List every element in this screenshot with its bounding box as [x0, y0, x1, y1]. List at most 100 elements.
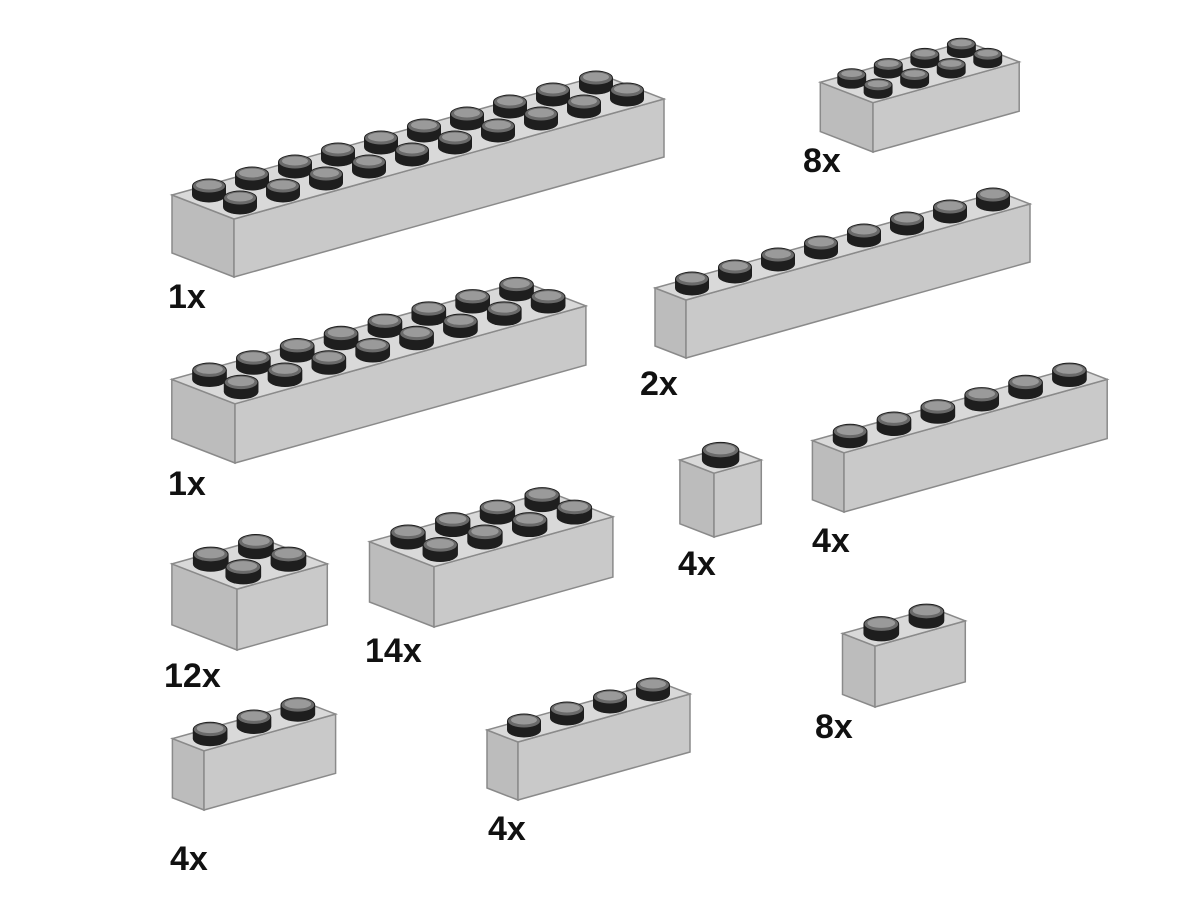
brick-1x3 [170, 697, 338, 812]
stud [438, 130, 472, 155]
stud [910, 47, 940, 69]
brick-2x4 [367, 487, 616, 629]
stud [499, 276, 534, 302]
stud [636, 677, 670, 702]
stud [422, 537, 458, 562]
stud [323, 325, 359, 351]
stud [467, 524, 503, 550]
stud [873, 58, 903, 79]
stud [355, 338, 391, 363]
stud [701, 441, 740, 469]
stud [507, 713, 541, 738]
stud [395, 142, 429, 167]
stud [450, 106, 484, 131]
stud [1008, 374, 1043, 400]
stud [832, 423, 868, 449]
stud [352, 154, 386, 179]
stud [192, 721, 228, 747]
stud [223, 374, 259, 400]
stud [238, 533, 274, 560]
stud [610, 82, 644, 107]
stud [479, 499, 516, 525]
quantity-label: 4x [678, 545, 716, 583]
stud [399, 325, 434, 351]
stud [847, 223, 881, 248]
brick-1x8 [652, 187, 1033, 360]
quantity-label: 1x [168, 465, 206, 503]
stud [512, 512, 548, 538]
brick-2x2 [169, 533, 330, 652]
quantity-label: 4x [812, 522, 850, 560]
quantity-label: 14x [365, 632, 422, 670]
stud [455, 289, 490, 314]
stud [279, 338, 315, 363]
stud [936, 58, 966, 79]
stud [593, 689, 627, 714]
stud [524, 487, 560, 513]
stud [837, 68, 867, 89]
stud [804, 235, 838, 260]
quantity-label: 4x [170, 840, 208, 878]
stud [280, 697, 316, 722]
stud [890, 211, 924, 236]
stud [1052, 362, 1087, 388]
stud [550, 701, 584, 726]
stud [876, 411, 912, 437]
stud [530, 289, 566, 314]
stud [908, 603, 945, 629]
stud [863, 616, 900, 642]
quantity-label: 12x [164, 657, 221, 695]
brick-2x8 [169, 276, 589, 465]
quantity-label: 1x [168, 278, 206, 316]
stud [973, 47, 1003, 69]
stud [946, 37, 976, 59]
stud [270, 546, 307, 572]
stud [920, 399, 956, 424]
stud [390, 524, 426, 550]
stud [321, 142, 355, 167]
brick-1x1 [677, 441, 764, 539]
stud [435, 512, 471, 538]
stud [443, 313, 478, 339]
stud [266, 178, 300, 203]
stud [367, 313, 403, 339]
stud [964, 387, 1000, 412]
stud [309, 166, 343, 191]
brick-2x10 [169, 70, 667, 279]
stud [236, 350, 271, 375]
stud [311, 350, 347, 375]
stud [486, 301, 522, 326]
stud [481, 118, 515, 143]
stud [933, 199, 967, 224]
stud [235, 166, 269, 191]
stud [278, 154, 312, 179]
brick-1x4 [484, 677, 693, 802]
stud [493, 94, 527, 119]
stud [192, 362, 227, 388]
stud [863, 78, 893, 99]
stud [411, 301, 447, 326]
stud [267, 362, 303, 388]
stud [236, 709, 272, 735]
stud [364, 130, 398, 155]
quantity-label: 2x [640, 365, 678, 403]
stud [675, 271, 709, 296]
quantity-label: 4x [488, 810, 526, 848]
quantity-label: 8x [803, 142, 841, 180]
quantity-label: 8x [815, 708, 853, 746]
stud [761, 247, 795, 272]
brick-1x2 [840, 603, 968, 709]
brick-2x4 [817, 37, 1022, 154]
stud [192, 546, 229, 572]
stud [524, 106, 558, 131]
stud [976, 187, 1010, 212]
stud [536, 82, 570, 107]
stud [567, 94, 601, 119]
stud [579, 70, 613, 95]
brick-1x6 [810, 362, 1110, 514]
stud [225, 559, 262, 585]
stud [556, 499, 593, 525]
stud [192, 178, 226, 203]
stud [407, 118, 441, 143]
